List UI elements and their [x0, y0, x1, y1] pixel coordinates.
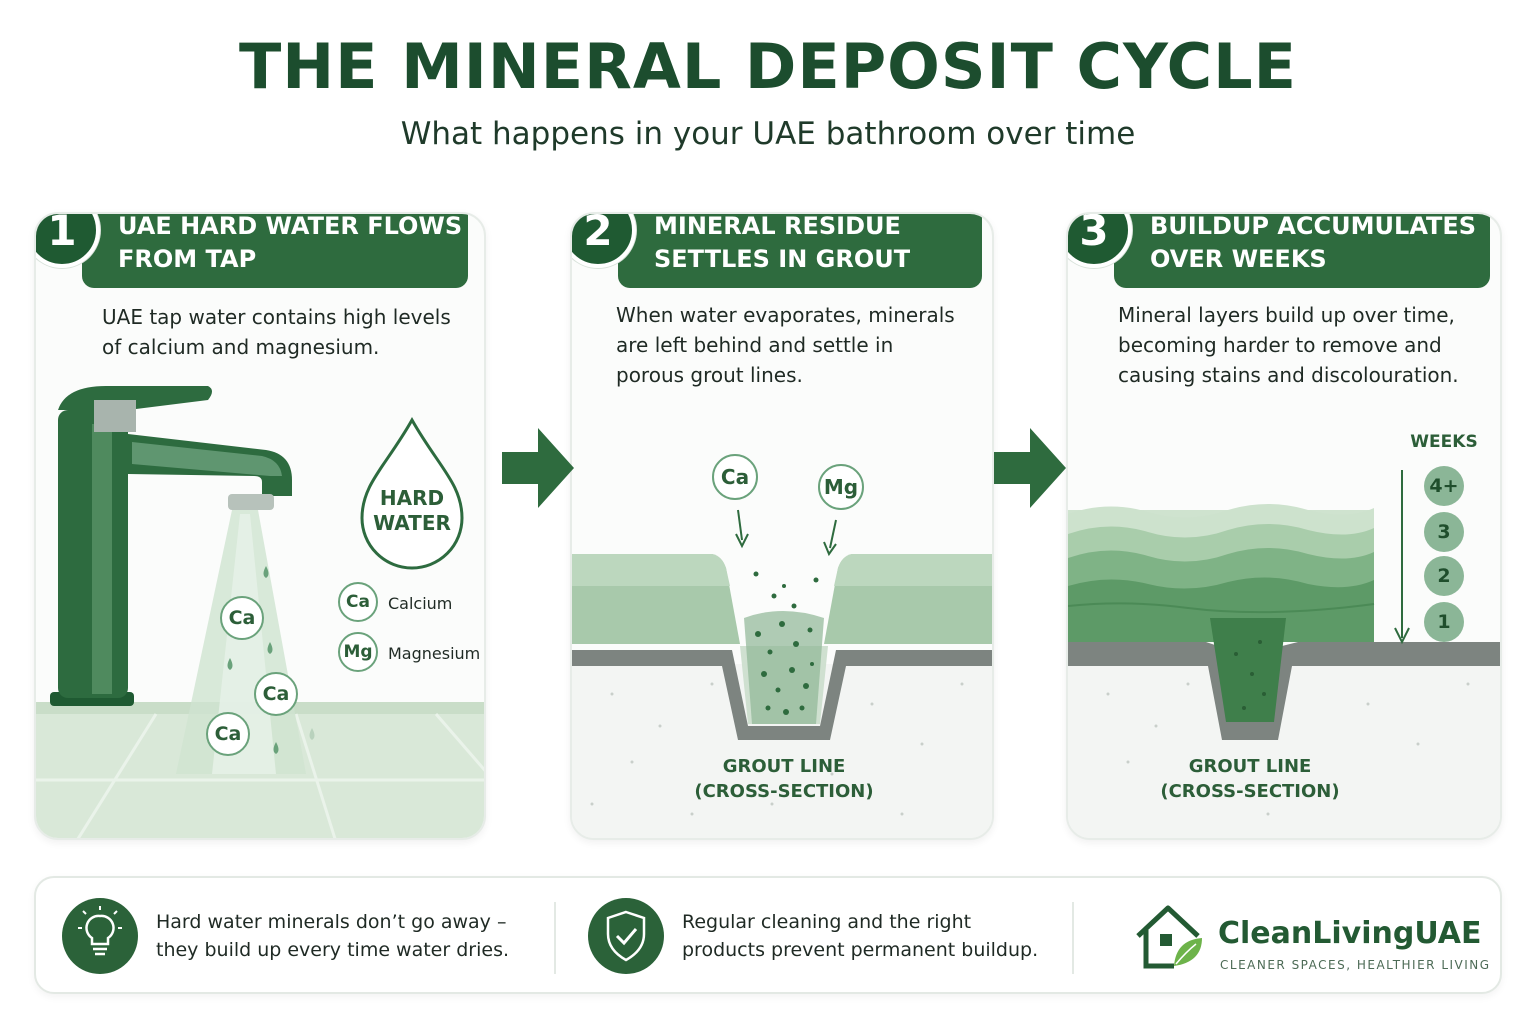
step-3-panel: 3 BUILDUP ACCUMULATES OVER WEEKS Mineral… — [1066, 212, 1502, 840]
shield-check-icon — [588, 898, 664, 974]
week-badge: 4+ — [1424, 466, 1464, 506]
calcium-ion-badge: Ca — [254, 672, 298, 716]
buildup-cross-section — [1068, 470, 1500, 838]
step-3-number: 3 — [1068, 214, 1132, 268]
grout-channel — [572, 650, 992, 740]
step-1-description: UAE tap water contains high levels of ca… — [102, 305, 451, 359]
tip-cleaning-text: Regular cleaning and the right products … — [682, 911, 1039, 961]
page-title: THE MINERAL DEPOSIT CYCLE — [238, 30, 1298, 103]
buildup-layer-1 — [1068, 577, 1374, 642]
grout-cross-section — [572, 509, 992, 838]
house-leaf-logo-icon — [1136, 905, 1202, 969]
legend-calcium-badge: Ca — [338, 582, 378, 622]
brand-name: CleanLivingUAE — [1218, 916, 1482, 951]
grout-line-label: GROUT LINE (CROSS-SECTION) — [694, 756, 874, 802]
step-1-panel: 1 UAE HARD WATER FLOWS FROM TAP UAE tap … — [34, 212, 486, 840]
step-3-heading: BUILDUP ACCUMULATES OVER WEEKS — [1114, 214, 1490, 288]
arrow-right-icon — [502, 428, 574, 508]
legend-magnesium-badge: Mg — [338, 632, 378, 672]
weeks-label: WEEKS — [1410, 432, 1478, 452]
calcium-ion-badge: Ca — [206, 712, 250, 756]
brand-tagline: CLEANER SPACES, HEALTHIER LIVING — [1220, 958, 1491, 972]
grout-filled — [1210, 618, 1286, 722]
magnesium-ion-badge: Mg — [818, 464, 864, 510]
legend-calcium-label: Calcium — [388, 594, 453, 613]
step-1-heading: UAE HARD WATER FLOWS FROM TAP — [82, 214, 468, 288]
step-2-number: 2 — [572, 214, 636, 268]
page-subtitle: What happens in your UAE bathroom over t… — [400, 116, 1136, 152]
footer-divider — [554, 902, 556, 974]
week-badge: 3 — [1424, 512, 1464, 552]
calcium-ion-badge: Ca — [712, 454, 758, 500]
hard-water-label: HARD WATER — [373, 486, 451, 535]
hard-water-drop-icon — [360, 416, 464, 570]
step-2-heading: MINERAL RESIDUE SETTLES IN GROUT — [618, 214, 982, 288]
legend-magnesium-label: Magnesium — [388, 644, 481, 663]
week-badge: 1 — [1424, 602, 1464, 642]
arrow-right-icon — [994, 428, 1066, 508]
step-3-description: Mineral layers build up over time, becom… — [1118, 303, 1459, 387]
footer-divider — [1072, 902, 1074, 974]
week-badge: 2 — [1424, 556, 1464, 596]
footer-bar: Hard water minerals don’t go away – they… — [34, 876, 1502, 994]
faucet-illustration — [36, 386, 484, 838]
lightbulb-icon — [62, 898, 138, 974]
tip-minerals-text: Hard water minerals don’t go away – they… — [156, 911, 510, 961]
calcium-ion-badge: Ca — [220, 596, 264, 640]
step-2-description: When water evaporates, minerals are left… — [616, 303, 955, 387]
grout-line-label: GROUT LINE (CROSS-SECTION) — [1160, 756, 1340, 802]
step-2-panel: 2 MINERAL RESIDUE SETTLES IN GROUT When … — [570, 212, 994, 840]
